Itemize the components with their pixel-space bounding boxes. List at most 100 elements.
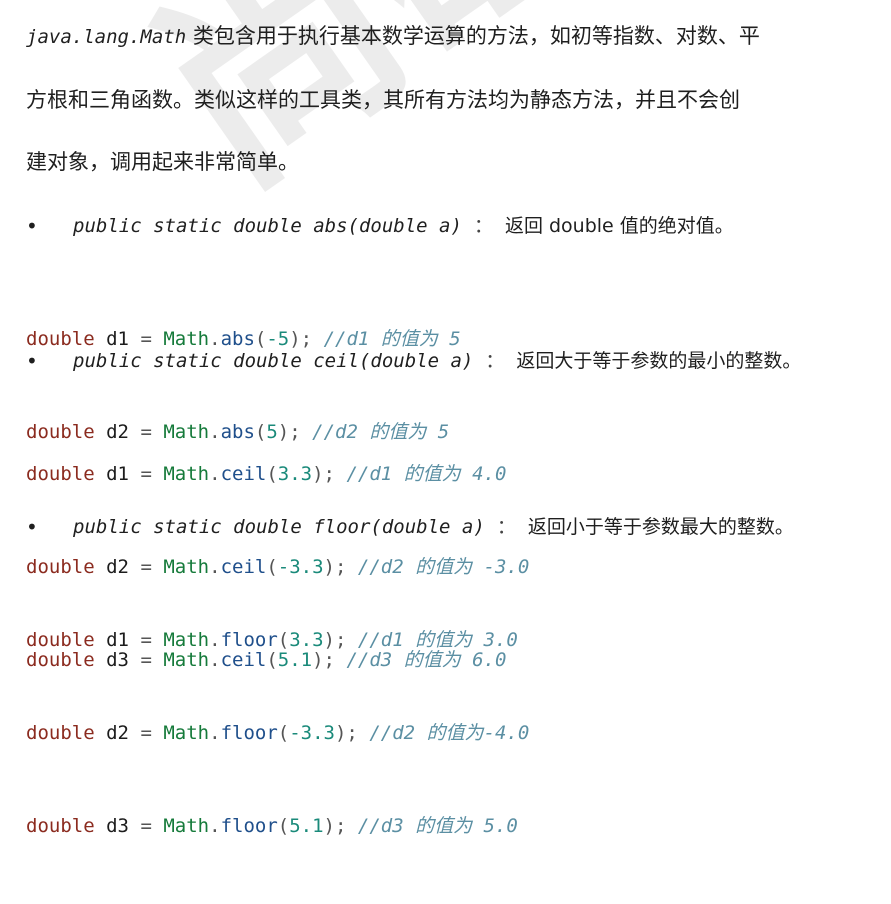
code-arg: 5.1 xyxy=(277,649,313,671)
code-method: ceil xyxy=(220,649,267,671)
code-eq: = xyxy=(140,421,152,443)
code-class: Math xyxy=(163,463,210,485)
code-var: d3 xyxy=(106,815,129,837)
code-type: double xyxy=(26,815,95,837)
code-comment: //d3 的值为 5.0 xyxy=(357,815,518,837)
code-var: d1 xyxy=(106,463,129,485)
code-class: Math xyxy=(163,815,210,837)
code-dot: . xyxy=(209,629,221,651)
code-open-paren: ( xyxy=(254,421,267,443)
method-description: 返回小于等于参数最大的整数。 xyxy=(527,516,794,538)
code-class: Math xyxy=(163,649,210,671)
code-close: ); xyxy=(277,421,301,443)
intro-line-3: 建对象，调用起来非常简单。 xyxy=(26,150,299,174)
code-line: double d2 = Math.ceil(-3.3); //d2 的值为 -3… xyxy=(26,552,529,583)
code-open-paren: ( xyxy=(254,328,267,350)
intro-text-1: 类包含用于执行基本数学运算的方法，如初等指数、对数、平 xyxy=(186,24,760,48)
code-var: d1 xyxy=(106,629,129,651)
code-dot: . xyxy=(209,328,221,350)
code-comment: //d2 的值为-4.0 xyxy=(369,722,530,744)
code-comment: //d3 的值为 6.0 xyxy=(346,649,507,671)
code-method: floor xyxy=(220,815,278,837)
code-dot: . xyxy=(209,649,221,671)
code-type: double xyxy=(26,556,95,578)
code-class: Math xyxy=(163,328,210,350)
document-page: java.lang.Math 类包含用于执行基本数学运算的方法，如初等指数、对数… xyxy=(26,24,876,837)
code-close: ); xyxy=(323,556,347,578)
code-arg: -5 xyxy=(266,328,290,350)
code-eq: = xyxy=(140,649,152,671)
bullet-dot: • xyxy=(26,515,38,539)
code-eq: = xyxy=(140,629,152,651)
separator: ： xyxy=(485,350,505,372)
bullet-dot: • xyxy=(26,214,38,238)
code-open-paren: ( xyxy=(266,556,278,578)
code-type: double xyxy=(26,629,95,651)
code-dot: . xyxy=(209,421,221,443)
code-comment: //d2 的值为 5 xyxy=(312,421,450,443)
code-dot: . xyxy=(209,722,221,744)
code-class: Math xyxy=(163,722,210,744)
code-line: double d2 = Math.floor(-3.3); //d2 的值为-4… xyxy=(26,718,529,749)
code-type: double xyxy=(26,463,95,485)
code-line: double d3 = Math.ceil(5.1); //d3 的值为 6.0 xyxy=(26,645,529,676)
code-var: d3 xyxy=(106,649,129,671)
code-open-paren: ( xyxy=(277,815,290,837)
code-arg: -3.3 xyxy=(289,722,335,744)
code-eq: = xyxy=(140,815,152,837)
method-signature: public static double ceil(double a) xyxy=(73,350,474,372)
code-close: ); xyxy=(312,649,335,671)
code-close: ); xyxy=(312,463,335,485)
code-method: abs xyxy=(220,421,255,443)
intro-class-name: java.lang.Math xyxy=(26,26,187,48)
code-var: d1 xyxy=(106,328,129,350)
code-type: double xyxy=(26,328,95,350)
code-open-paren: ( xyxy=(266,463,278,485)
code-class: Math xyxy=(163,629,210,651)
code-comment: //d1 的值为 4.0 xyxy=(346,463,507,485)
method-signature: public static double abs(double a) xyxy=(73,215,462,237)
code-arg: 5.1 xyxy=(289,815,324,837)
code-eq: = xyxy=(140,328,152,350)
code-method: ceil xyxy=(220,556,267,578)
code-eq: = xyxy=(140,722,152,744)
code-comment: //d1 的值为 5 xyxy=(323,328,461,350)
code-dot: . xyxy=(209,463,221,485)
code-var: d2 xyxy=(106,421,129,443)
code-close: ); xyxy=(323,815,347,837)
code-var: d2 xyxy=(106,556,129,578)
code-block-ceil: double d1 = Math.ceil(3.3); //d1 的值为 4.0… xyxy=(26,397,529,738)
separator: ： xyxy=(473,215,493,237)
code-comment: //d2 的值为 -3.0 xyxy=(357,556,530,578)
code-method: floor xyxy=(220,629,278,651)
code-var: d2 xyxy=(106,722,129,744)
code-class: Math xyxy=(163,421,210,443)
code-line: double d2 = Math.abs(5); //d2 的值为 5 xyxy=(26,417,461,448)
code-line: double d1 = Math.floor(3.3); //d1 的值为 3.… xyxy=(26,625,529,656)
code-block-abs: double d1 = Math.abs(-5); //d1 的值为 5 dou… xyxy=(26,262,461,510)
separator: ： xyxy=(496,516,516,538)
code-open-paren: ( xyxy=(277,722,290,744)
intro-line-1: java.lang.Math 类包含用于执行基本数学运算的方法，如初等指数、对数… xyxy=(26,24,876,49)
code-method: floor xyxy=(220,722,278,744)
code-line: double d3 = Math.floor(5.1); //d3 的值为 5.… xyxy=(26,811,529,842)
code-close: ); xyxy=(289,328,313,350)
code-arg: -3.3 xyxy=(277,556,324,578)
code-arg: 5 xyxy=(266,421,278,443)
code-arg: 3.3 xyxy=(277,463,313,485)
code-block-floor: double d1 = Math.floor(3.3); //d1 的值为 3.… xyxy=(26,563,529,904)
code-method: ceil xyxy=(220,463,267,485)
code-arg: 3.3 xyxy=(289,629,324,651)
code-class: Math xyxy=(163,556,210,578)
code-dot: . xyxy=(209,556,221,578)
code-open-paren: ( xyxy=(266,649,278,671)
code-line: double d1 = Math.ceil(3.3); //d1 的值为 4.0 xyxy=(26,459,529,490)
code-eq: = xyxy=(140,556,152,578)
intro-line-2: 方根和三角函数。类似这样的工具类，其所有方法均为静态方法，并且不会创 xyxy=(26,88,740,112)
method-signature: public static double floor(double a) xyxy=(73,516,485,538)
bullet-dot: • xyxy=(26,349,38,373)
code-dot: . xyxy=(209,815,221,837)
code-type: double xyxy=(26,649,95,671)
code-comment: //d1 的值为 3.0 xyxy=(357,629,518,651)
method-description: 返回 double 值的绝对值。 xyxy=(504,215,734,237)
